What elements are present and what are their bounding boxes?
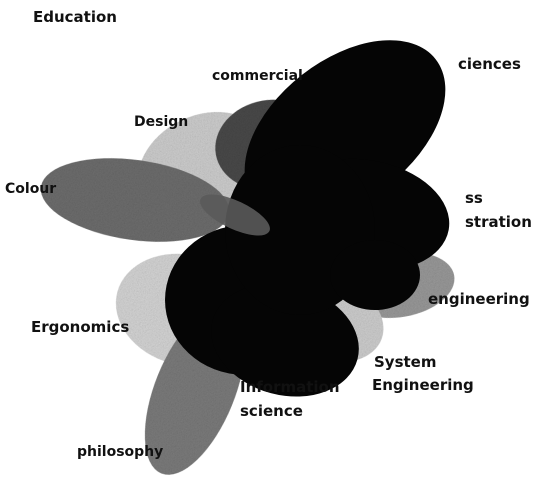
label-ergonomics: Ergonomics <box>31 318 129 336</box>
label-education: Education <box>33 8 117 26</box>
label-commercial: commercial <box>212 68 303 84</box>
label-colour: Colour <box>5 181 56 197</box>
label-business-line1: ss <box>465 189 483 207</box>
label-system-line2: Engineering <box>372 376 474 394</box>
label-engineering: engineering <box>428 290 530 308</box>
label-design: Design <box>134 114 188 130</box>
label-business-line2: stration <box>465 213 532 231</box>
label-system-line1: System <box>374 353 436 371</box>
label-information-line2: science <box>240 402 303 420</box>
petal-engineering-dark <box>330 240 420 310</box>
label-philosophy: philosophy <box>77 444 163 460</box>
label-sciences: ciences <box>458 55 521 73</box>
label-information-line1: Information <box>240 378 340 396</box>
